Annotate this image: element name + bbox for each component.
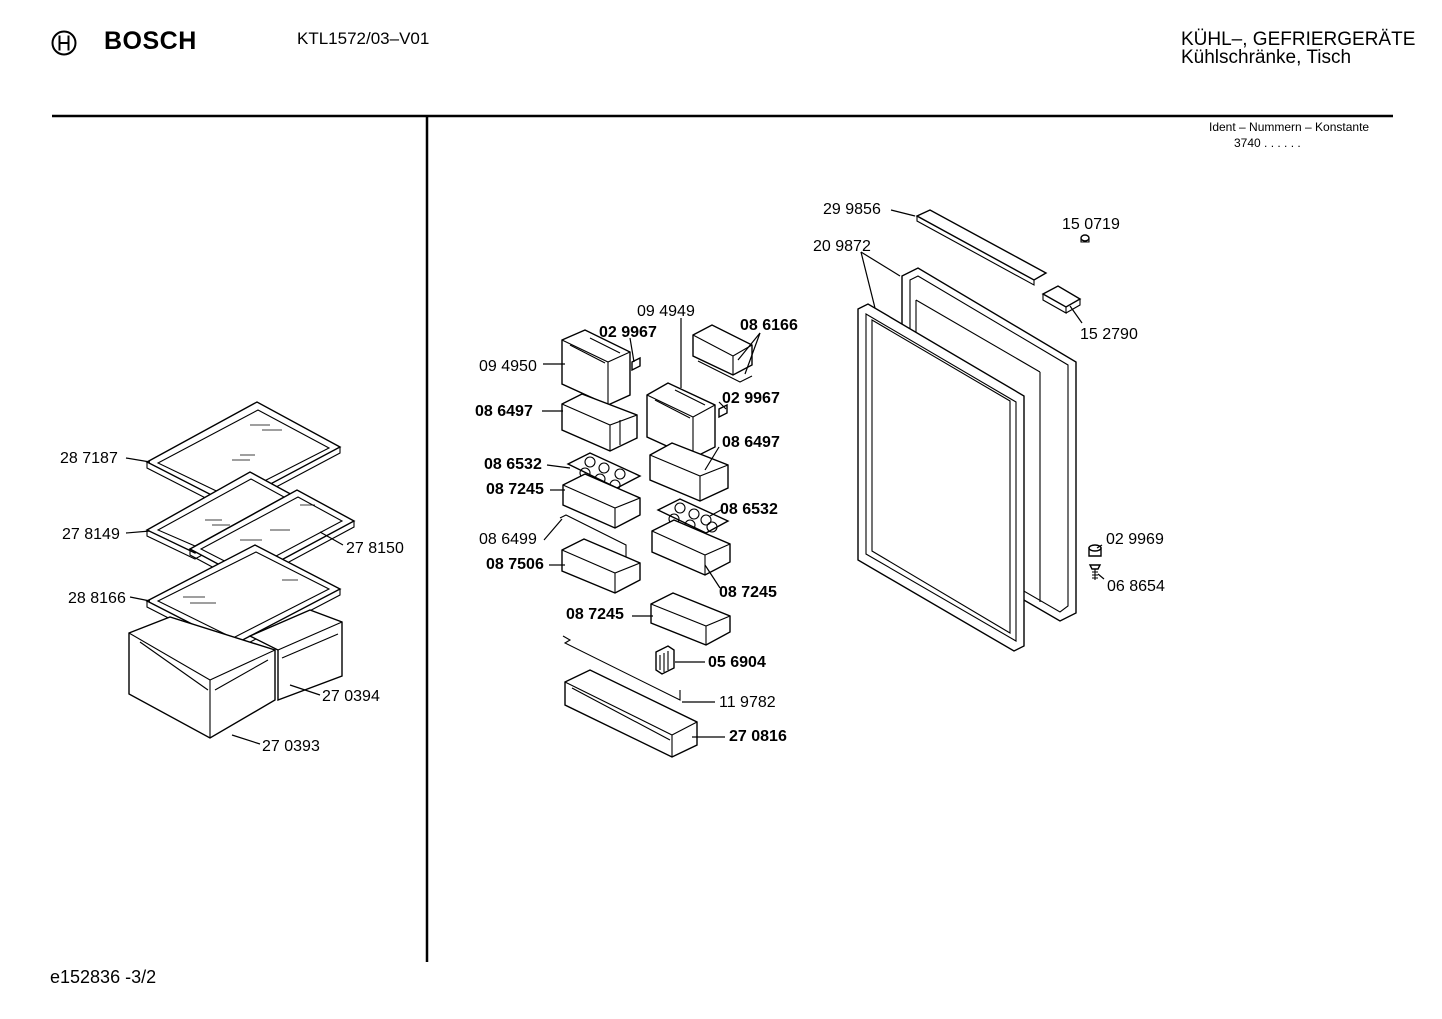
leader-line <box>289 684 321 696</box>
bottle-retainer-bar <box>562 635 681 701</box>
part-number-label: 29 9856 <box>823 201 881 218</box>
part-number-label: 09 4949 <box>637 303 695 320</box>
part-number-label: 28 7187 <box>60 450 118 467</box>
leader-line <box>125 530 151 534</box>
small-plug <box>1080 234 1090 243</box>
part-number-label: 15 0719 <box>1062 216 1120 233</box>
part-number-label: 27 8150 <box>346 540 404 557</box>
shelf-holder-left <box>561 329 631 406</box>
leader-line <box>704 446 720 471</box>
handle-trim-strip <box>915 209 1048 286</box>
part-number-label: 09 4950 <box>479 358 537 375</box>
leader-line <box>744 332 761 375</box>
part-number-label: 02 9967 <box>599 324 657 341</box>
part-number-label: 08 7506 <box>486 556 544 573</box>
part-number-label: 27 0394 <box>322 688 380 705</box>
category-title: KÜHL–, GEFRIERGERÄTE <box>1181 29 1416 50</box>
leader-line <box>125 457 151 463</box>
vegetable-drawer-small <box>248 609 343 702</box>
part-number-label: 08 6499 <box>479 531 537 548</box>
part-number-label: 06 8654 <box>1107 578 1165 595</box>
leader-line <box>543 518 563 541</box>
egg-tray-upper <box>566 452 642 491</box>
leader-line <box>231 734 261 745</box>
ident-value: 3740 . . . . . . <box>1234 136 1301 150</box>
model-number: KTL1572/03–V01 <box>297 29 430 48</box>
part-number-label: 02 9969 <box>1106 531 1164 548</box>
leader-line <box>860 251 876 309</box>
part-number-label: 05 6904 <box>708 654 766 671</box>
vegetable-drawer-large <box>128 616 276 739</box>
door-box-bottom <box>650 592 731 646</box>
leader-line <box>1096 544 1103 549</box>
plug-cap <box>1088 544 1102 557</box>
part-number-label: 08 7245 <box>566 606 624 623</box>
egg-box-lower <box>651 519 731 576</box>
small-door-box <box>561 538 641 594</box>
part-number-label: 08 7245 <box>719 584 777 601</box>
egg-tray-lower <box>656 498 730 534</box>
door-gasket <box>857 303 1025 652</box>
leader-line <box>1097 573 1105 580</box>
egg-box-upper <box>562 473 641 529</box>
part-number-label: 20 9872 <box>813 238 871 255</box>
butter-compartment <box>692 324 753 383</box>
part-number-label: 02 9967 <box>722 390 780 407</box>
category-subtitle: Kühlschränke, Tisch <box>1181 47 1352 68</box>
part-number-label: 15 2790 <box>1080 326 1138 343</box>
part-number-label: 08 7245 <box>486 481 544 498</box>
leader-line <box>860 251 901 277</box>
ident-label: Ident – Nummern – Konstante <box>1209 120 1370 134</box>
leader-line <box>704 564 721 589</box>
bottle-divider <box>655 645 675 675</box>
door-shelf-middle <box>649 442 729 502</box>
part-number-label: 08 6532 <box>484 456 542 473</box>
leader-line <box>737 332 761 361</box>
door-shelf-left <box>561 393 638 452</box>
part-number-label: 28 8166 <box>68 590 126 607</box>
hinge-cover-cap <box>1041 285 1082 314</box>
document-code: e152836 -3/2 <box>50 967 157 987</box>
leader-line <box>718 401 727 410</box>
leader-line <box>709 509 722 517</box>
part-number-label: 08 6166 <box>740 317 798 334</box>
part-number-label: 08 6497 <box>722 434 780 451</box>
bottle-shelf <box>564 669 698 758</box>
leader-line <box>629 337 635 363</box>
leader-line <box>129 596 151 602</box>
part-number-label: 08 6497 <box>475 403 533 420</box>
part-number-label: 27 0816 <box>729 728 787 745</box>
leader-line <box>546 464 571 469</box>
brand-name: BOSCH <box>104 27 197 55</box>
part-number-label: 27 0393 <box>262 738 320 755</box>
leader-line <box>1069 305 1083 324</box>
leader-line <box>890 209 916 217</box>
bosch-logo-icon <box>51 30 77 56</box>
part-number-label: 11 9782 <box>719 694 776 711</box>
part-number-label: 08 6532 <box>720 501 778 518</box>
leader-line <box>319 531 344 546</box>
shelf-holder-middle <box>646 382 716 459</box>
retainer-wire <box>559 514 627 558</box>
screw-icon <box>1088 564 1102 580</box>
part-number-label: 27 8149 <box>62 526 120 543</box>
